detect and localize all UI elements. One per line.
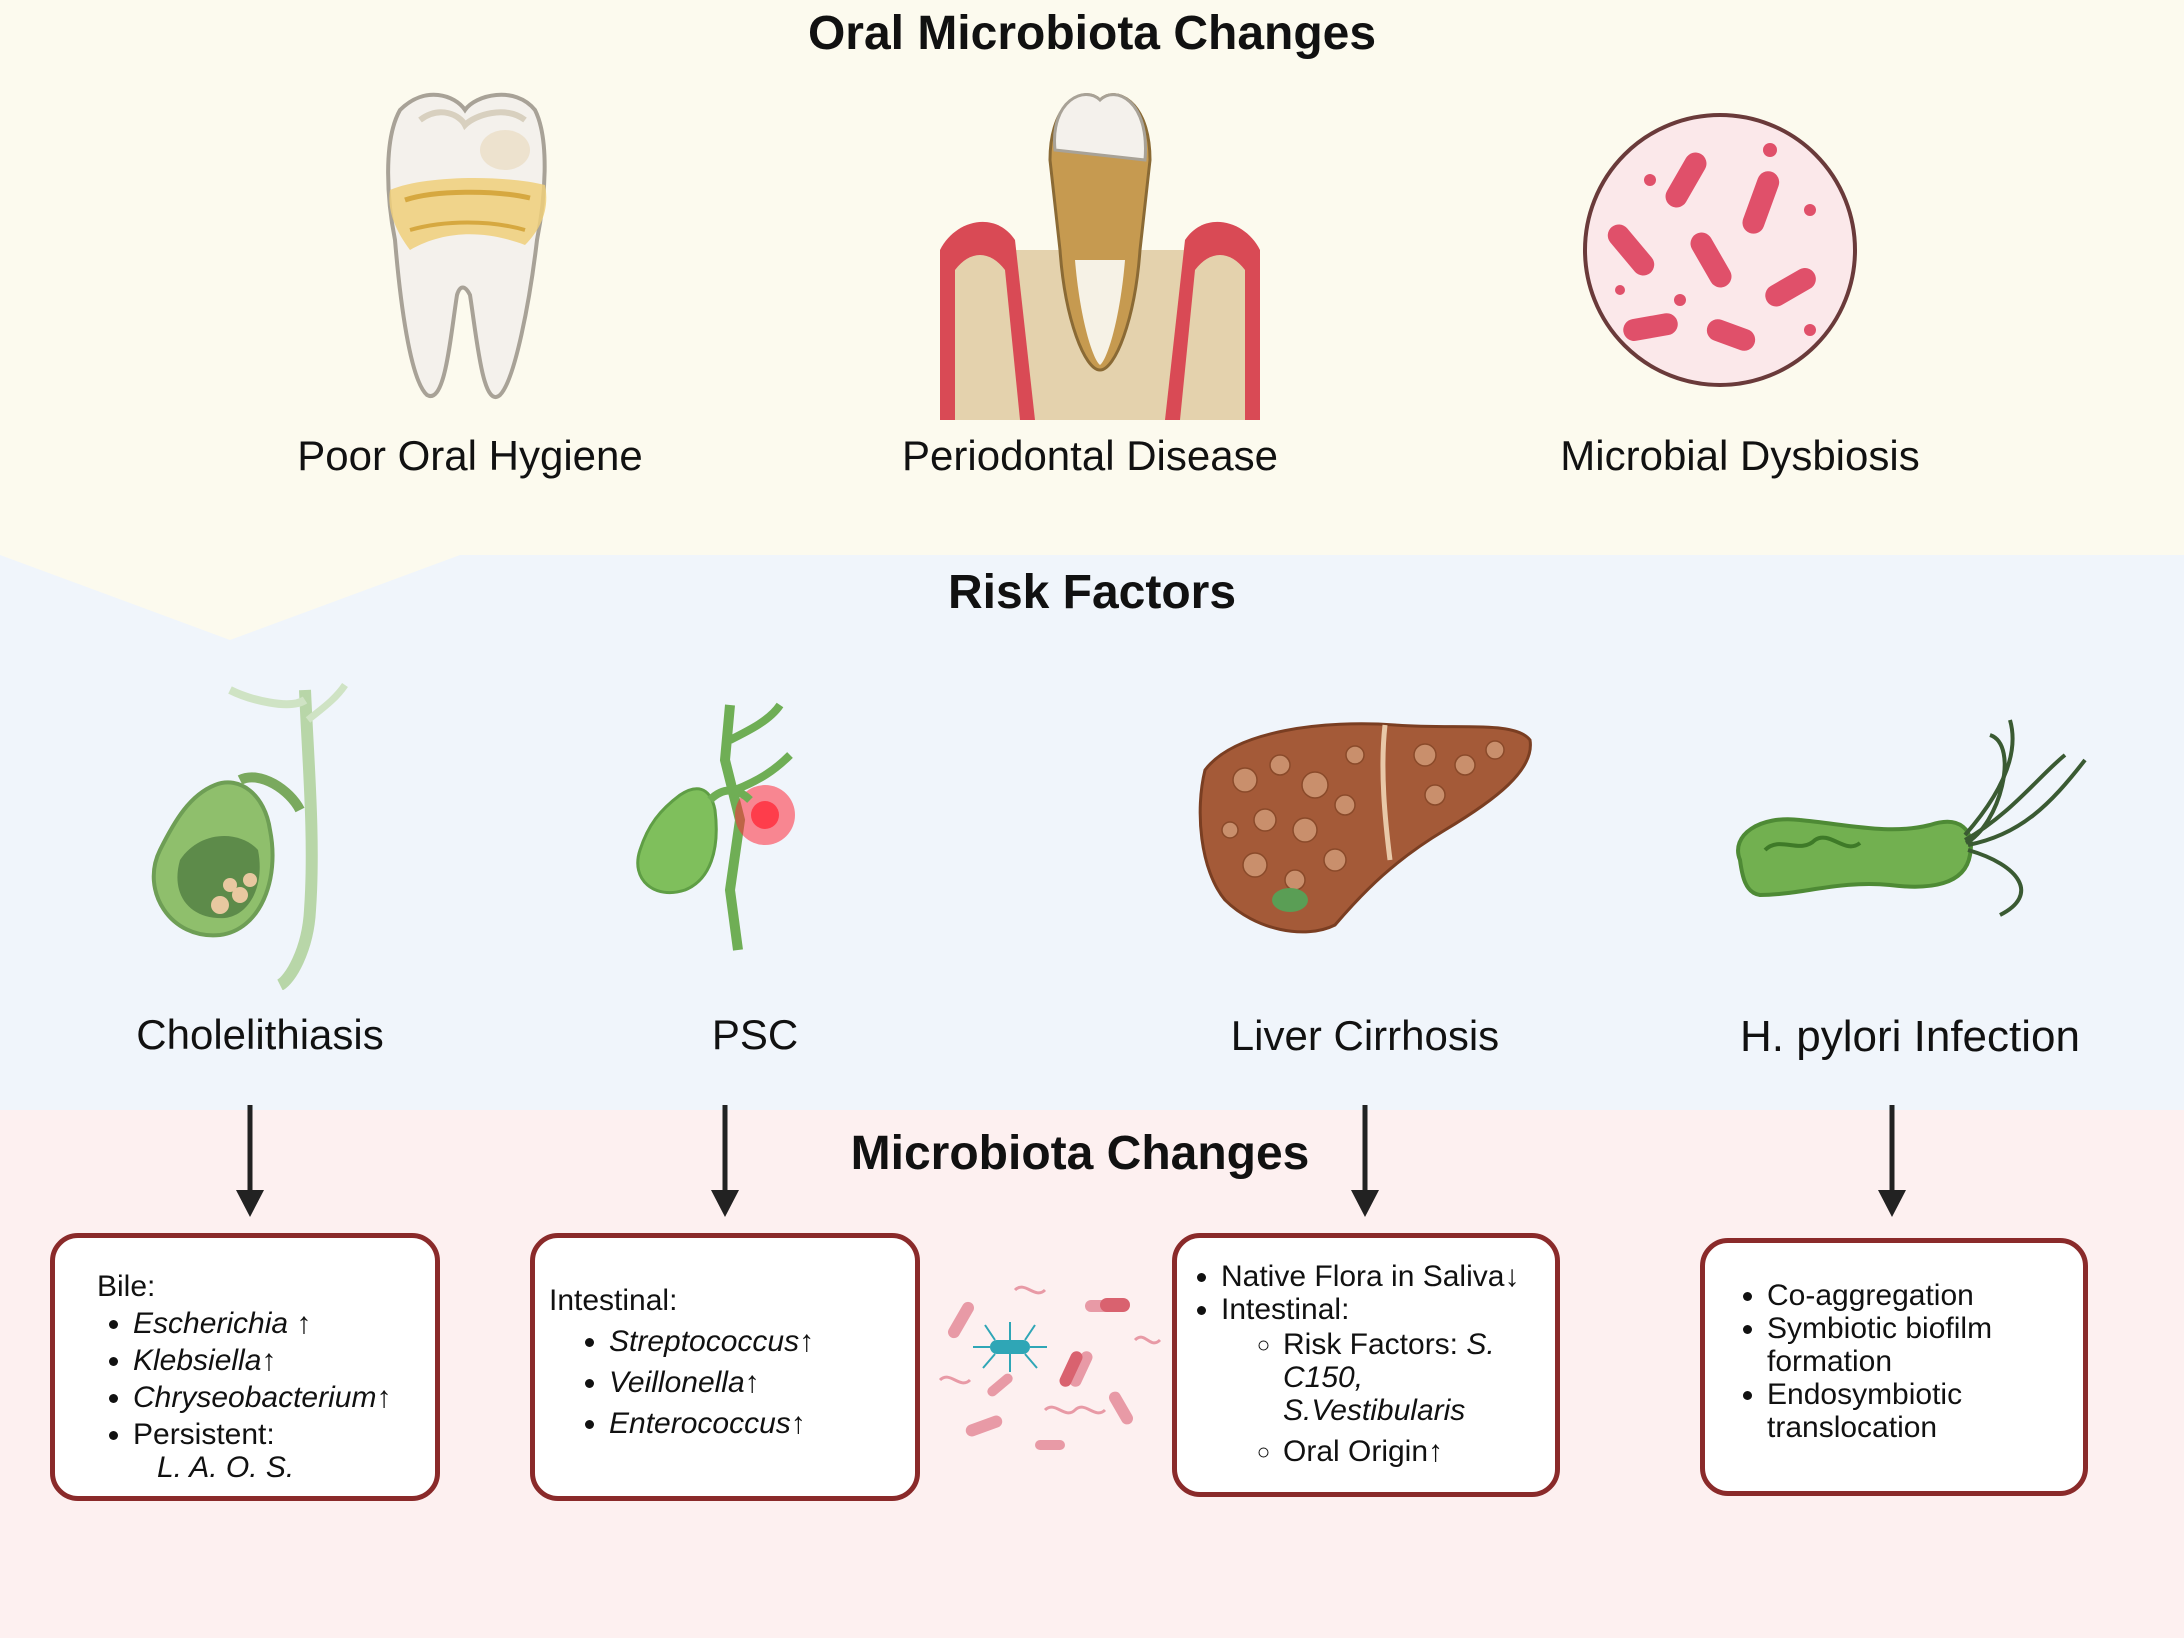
- bile-changes-box: Bile: Escherichia ↑ Klebsiella↑ Chryseob…: [50, 1233, 440, 1501]
- oral-band-notch: [0, 555, 460, 640]
- list-item: Streptococcus↑: [609, 1325, 899, 1358]
- psc-list: Streptococcus↑ Veillonella↑ Enterococcus…: [549, 1325, 899, 1440]
- oral-label-poor-hygiene: Poor Oral Hygiene: [297, 432, 643, 479]
- list-item: Symbiotic biofilm formation: [1767, 1312, 2067, 1378]
- oral-label-dysbiosis: Microbial Dysbiosis: [1560, 432, 1920, 479]
- arrow-down-icon: [1878, 1105, 1906, 1217]
- h-pylori-list: Co-aggregation Symbiotic biofilm formati…: [1731, 1279, 2067, 1444]
- arrow-down-icon: [711, 1105, 739, 1217]
- list-item: Intestinal: Risk Factors: S. C150, S.Ves…: [1221, 1293, 1547, 1468]
- list-item: Klebsiella↑: [133, 1344, 415, 1377]
- list-item: Endosymbiotic translocation: [1767, 1378, 2067, 1444]
- list-item: Persistent:L. A. O. S.: [133, 1418, 415, 1484]
- oral-section-title: Oral Microbiota Changes: [807, 7, 1377, 60]
- bile-header: Bile:: [97, 1270, 156, 1303]
- list-item: Enterococcus↑: [609, 1407, 899, 1440]
- cirrhosis-list: Native Flora in Saliva↓ Intestinal: Risk…: [1185, 1260, 1547, 1468]
- psc-changes-box: Intestinal: Streptococcus↑ Veillonella↑ …: [530, 1233, 920, 1501]
- risk-section-title: Risk Factors: [947, 566, 1237, 619]
- risk-label-cholelithiasis: Cholelithiasis: [136, 1011, 384, 1058]
- microbiota-section-title: Microbiota Changes: [850, 1127, 1310, 1180]
- risk-label-h-pylori: H. pylori Infection: [1740, 1012, 2080, 1061]
- cirrhosis-changes-box: Native Flora in Saliva↓ Intestinal: Risk…: [1172, 1233, 1560, 1497]
- bile-list: Escherichia ↑ Klebsiella↑ Chryseobacteri…: [97, 1307, 415, 1484]
- tooth-plaque-icon: [386, 92, 547, 400]
- bacteria-circle-icon: [1583, 113, 1857, 387]
- list-item: Oral Origin↑: [1283, 1435, 1547, 1468]
- h-pylori-bacterium-icon: [1736, 719, 2087, 917]
- periodontal-tooth-icon: [940, 93, 1260, 420]
- arrow-down-icon: [236, 1105, 264, 1217]
- risk-label-psc: PSC: [711, 1011, 799, 1058]
- oral-label-periodontal: Periodontal Disease: [902, 432, 1278, 479]
- cirrhotic-liver-icon: [1198, 722, 1532, 934]
- mixed-bacteria-icon: [938, 1285, 1162, 1450]
- list-item: Chryseobacterium↑: [133, 1381, 415, 1414]
- list-item: Escherichia ↑: [133, 1307, 415, 1340]
- bile-duct-inflamed-icon: [636, 702, 795, 951]
- list-item: Co-aggregation: [1767, 1279, 2067, 1312]
- risk-label-liver-cirrhosis: Liver Cirrhosis: [1230, 1012, 1500, 1059]
- list-item: Native Flora in Saliva↓: [1221, 1260, 1547, 1293]
- psc-header: Intestinal:: [549, 1284, 678, 1317]
- h-pylori-changes-box: Co-aggregation Symbiotic biofilm formati…: [1700, 1238, 2088, 1496]
- gallbladder-stones-icon: [151, 682, 348, 990]
- list-item: Risk Factors: S. C150, S.Vestibularis: [1283, 1328, 1547, 1427]
- arrow-down-icon: [1351, 1105, 1379, 1217]
- list-item: Veillonella↑: [609, 1366, 899, 1399]
